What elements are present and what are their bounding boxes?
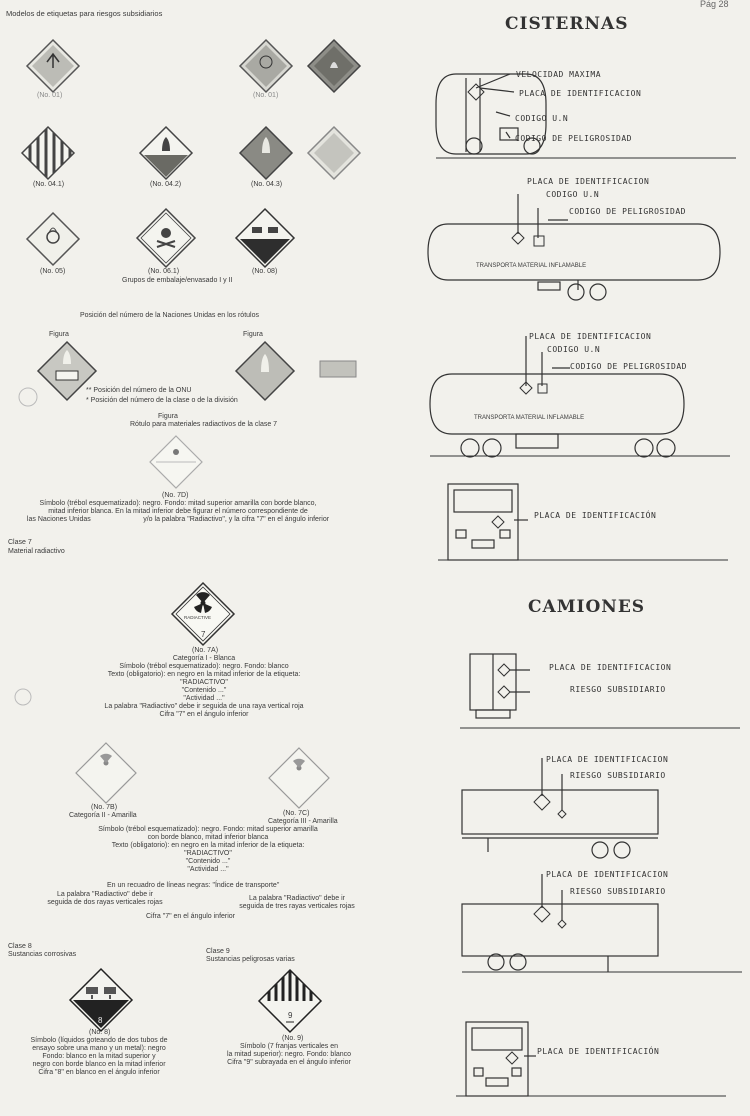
packing-groups: Grupos de embalaje/envasado I y II — [122, 277, 233, 284]
tanker2-placa: PLACA DE IDENTIFICACION — [527, 177, 650, 186]
label-no061-toxic — [135, 207, 197, 269]
rayas-dos: La palabra "Radiactivo" debe ir seguida … — [47, 891, 163, 906]
page-number: Pág 28 — [700, 0, 729, 9]
label-no01a: (No. 01) — [37, 92, 63, 99]
label-no9-misc — [257, 968, 323, 1034]
label-no7c: (No. 7C) — [283, 810, 310, 817]
label-no041: (No. 04.1) — [33, 181, 65, 188]
label-no041-flammable-solid — [20, 125, 76, 181]
label-no7a-radioactive — [170, 581, 236, 647]
truck-front-diagram-2 — [456, 1021, 726, 1097]
label-oxidizer-light — [306, 125, 362, 181]
tanker3-transporta: TRANSPORTA MATERIAL INFLAMABLE — [474, 415, 585, 421]
clase-9: Clase 9 — [206, 948, 230, 955]
seven-7a: 7 — [201, 630, 206, 639]
truck-rear-placa: PLACA DE IDENTIFICACION — [549, 663, 672, 672]
label-no05-oxidizer — [25, 211, 81, 267]
figure-un-flammable-placard — [36, 340, 98, 402]
label-no01a-explosive — [25, 38, 81, 94]
tanker3-codigo-pel: CODIGO DE PELIGROSIDAD — [570, 362, 687, 371]
nine: 9 — [288, 1011, 293, 1020]
cisternas-title: CISTERNAS — [505, 14, 629, 34]
indice-transporte: En un recuadro de líneas negras: "Índice… — [107, 882, 280, 889]
label-no08: (No. 08) — [252, 268, 278, 275]
label-no7d: (No. 7D) — [162, 492, 189, 499]
scan-mark-2 — [14, 688, 32, 706]
trailer1-placa: PLACA DE IDENTIFICACION — [546, 755, 669, 764]
figura-b: Figura — [243, 331, 263, 338]
radiactive-word-7a: RADIACTIVE — [184, 615, 212, 620]
label-no7b-radioactive — [75, 742, 137, 804]
clase-8: Clase 8 — [8, 943, 32, 950]
clase-8-name: Sustancias corrosivas — [8, 951, 77, 958]
label-no01b-explosive — [238, 38, 294, 94]
clase-7: Clase 7 — [8, 539, 32, 546]
tanker-truck-diagram-2 — [429, 336, 730, 458]
un-position-title: Posición del número de la Naciones Unida… — [80, 312, 259, 319]
no9-description: Símbolo (7 franjas verticales en la mita… — [226, 1043, 352, 1066]
box-trailer-diagram-1 — [461, 758, 659, 859]
label-no8-corrosive — [68, 967, 134, 1033]
rayas-tres: La palabra "Radiactivo" debe ir seguida … — [239, 895, 355, 910]
label-no043-dangerous-wet — [238, 125, 294, 181]
tanker3-codigo-un: CODIGO U.N — [547, 345, 601, 354]
figura-c: Figura — [158, 413, 178, 420]
figura-a: Figura — [49, 331, 69, 338]
label-no01b: (No. 01) — [253, 92, 279, 99]
no7c-category: Categoría III - Amarilla — [268, 818, 338, 825]
label-no7d-radioactive-placard — [149, 435, 203, 489]
label-no9: (No. 9) — [282, 1035, 304, 1042]
clase-9-name: Sustancias peligrosas varias — [206, 956, 295, 963]
label-no061: (No. 06.1) — [148, 268, 180, 275]
label-no7a: (No. 7A) — [192, 647, 219, 654]
no7d-description: Símbolo (trébol esquematizado): negro. F… — [26, 500, 330, 523]
scan-mark — [18, 387, 38, 407]
un-orange-panel — [319, 360, 357, 378]
un-note-2: * Posición del número de la clase o de l… — [86, 397, 238, 404]
tanker-trailer-diagram-1 — [427, 194, 721, 301]
label-no7b: (No. 7B) — [91, 804, 118, 811]
tanker1-codigo-un: CODIGO U.N — [515, 114, 569, 123]
un-note-1: ** Posición del número de la ONU — [86, 387, 192, 394]
truck-front-diagram-1 — [438, 483, 728, 561]
label-no05: (No. 05) — [40, 268, 66, 275]
trailer2-placa: PLACA DE IDENTIFICACION — [546, 870, 669, 879]
tanker1-placa: PLACA DE IDENTIFICACION — [519, 89, 642, 98]
camiones-title: CAMIONES — [528, 597, 646, 617]
figure-flammable-placard — [234, 340, 296, 402]
tanker2-transporta: TRANSPORTA MATERIAL INFLAMABLE — [476, 263, 587, 269]
eight: 8 — [98, 1016, 103, 1025]
label-no042-spontaneous — [138, 125, 194, 181]
truck1-placa-ident: PLACA DE IDENTIFICACIÓN — [534, 511, 657, 520]
trailer1-riesgo: RIESGO SUBSIDIARIO — [570, 771, 666, 780]
clase-7-name: Material radiactivo — [8, 548, 65, 555]
box-trailer-diagram-2 — [461, 874, 742, 973]
tanker2-codigo-pel: CODIGO DE PELIGROSIDAD — [569, 207, 686, 216]
no7b-category: Categoría II - Amarilla — [69, 812, 137, 819]
label-no08-corrosive — [234, 207, 296, 269]
truck2-placa-ident: PLACA DE IDENTIFICACIÓN — [537, 1047, 660, 1056]
label-oxidizer-dark — [306, 38, 362, 94]
label-no043: (No. 04.3) — [251, 181, 283, 188]
no7bc-description: Símbolo (trébol esquematizado): negro. F… — [98, 826, 318, 873]
tanker-rear-diagram — [435, 73, 736, 159]
tanker1-codigo-pel: CODIGO DE PELIGROSIDAD — [515, 134, 632, 143]
tanker2-codigo-un: CODIGO U.N — [546, 190, 600, 199]
truck-rear-diagram — [460, 653, 740, 729]
models-title: Modelos de etiquetas para riesgos subsid… — [6, 9, 163, 18]
no7a-description: Categoría I - Blanca Símbolo (trébol esq… — [104, 655, 304, 718]
no8-description: Símbolo (líquidos goteando de dos tubos … — [30, 1037, 168, 1076]
cifra-7: Cifra "7" en el ángulo inferior — [146, 913, 236, 920]
tanker1-velocidad: VELOCIDAD MAXIMA — [516, 70, 602, 79]
label-no8: (No. 8) — [89, 1029, 111, 1036]
tanker3-placa: PLACA DE IDENTIFICACION — [529, 332, 652, 341]
trailer2-riesgo: RIESGO SUBSIDIARIO — [570, 887, 666, 896]
radioactive-caption: Rótulo para materiales radiactivos de la… — [130, 421, 278, 428]
truck-rear-riesgo: RIESGO SUBSIDIARIO — [570, 685, 666, 694]
label-no042: (No. 04.2) — [150, 181, 182, 188]
label-no7c-radioactive — [268, 747, 330, 809]
